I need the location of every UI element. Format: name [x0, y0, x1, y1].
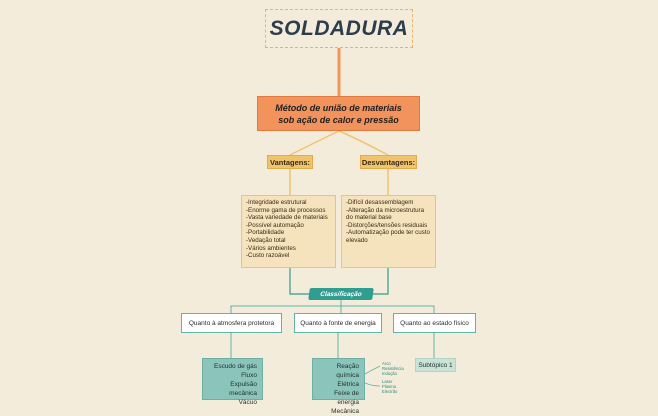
advantages-tag[interactable]: Vantagens:: [267, 155, 313, 169]
category-label: Quanto ao estado físico: [400, 319, 469, 327]
connector-method-advantages: [289, 130, 340, 156]
method-node[interactable]: Método de união de materiais sob ação de…: [257, 96, 420, 131]
physical-state-item[interactable]: Subtópico 1: [415, 358, 456, 372]
electric-sub-item: Resistência: [382, 366, 404, 371]
leaf-item: Expulsão mecânica: [229, 381, 257, 397]
beam-sub-item: Laser: [382, 379, 393, 384]
page-title: SOLDADURA: [269, 16, 409, 40]
disadvantages-list[interactable]: -Difícil desassemblagem -Alteração da mi…: [341, 195, 436, 268]
leaf-item: Mecânica: [331, 408, 359, 415]
category-energy-source[interactable]: Quanto à fonte de energia: [294, 313, 382, 333]
title-box[interactable]: SOLDADURA: [265, 9, 413, 48]
category-label: Quanto à fonte de energia: [300, 319, 376, 327]
advantages-list[interactable]: -Integridade estrutural -Enorme gama de …: [241, 195, 336, 268]
beam-sub-item: Electrão: [382, 389, 398, 394]
electric-sub-item: Indução: [382, 371, 397, 376]
advantage-item: -Enorme gama de processos: [246, 206, 326, 214]
electric-sub-item: Arco: [382, 361, 391, 366]
disadvantages-label: Desvantagens:: [361, 157, 416, 167]
advantage-item: -Portabilidade: [246, 229, 285, 237]
classification-badge[interactable]: Classificação: [308, 288, 374, 300]
connector-adv-class: [289, 268, 309, 295]
leaf-item: Vácuo: [238, 399, 257, 406]
connector-method-disadvantages: [338, 130, 389, 156]
advantages-label: Vantagens:: [269, 157, 310, 167]
disadvantage-item: -Automatização pode ter custo elevado: [346, 229, 430, 244]
category-physical-state[interactable]: Quanto ao estado físico: [393, 313, 476, 333]
disadvantages-tag[interactable]: Desvantagens:: [360, 155, 417, 169]
advantage-item: -Possível automação: [246, 221, 304, 229]
connector-beam-sub: [364, 382, 381, 387]
method-line-2: sob ação de calor e pressão: [278, 114, 399, 125]
atmosphere-items[interactable]: Escudo de gás Fluxo Expulsão mecânica Vá…: [202, 358, 263, 406]
classification-label: Classificação: [319, 290, 363, 298]
beam-sub-item: Plasma: [382, 384, 396, 389]
beam-subtopics[interactable]: Laser Plasma Electrão: [382, 379, 397, 394]
advantage-item: -Vários ambientes: [246, 244, 296, 252]
electric-subtopics[interactable]: Arco Resistência Indução: [382, 361, 404, 376]
connector-electric-sub: [364, 365, 381, 375]
leaf-item: Elétrica: [337, 381, 359, 388]
method-line-1: Método de união de materiais: [275, 102, 402, 113]
leaf-item: Fluxo: [241, 372, 257, 379]
connector-class-cat3: [341, 305, 435, 313]
category-atmosphere[interactable]: Quanto à atmosfera protetora: [181, 313, 282, 333]
advantage-item: -Vedação total: [246, 236, 286, 244]
energy-items[interactable]: Reação química Elétrica Feixe de energia…: [312, 358, 365, 415]
leaf-item: Subtópico 1: [418, 361, 453, 369]
category-label: Quanto à atmosfera protetora: [188, 319, 275, 327]
disadvantage-item: -Difícil desassemblagem: [346, 199, 414, 206]
advantage-item: -Integridade estrutural: [246, 199, 307, 206]
disadvantage-item: -Distorções/tensões residuais: [346, 221, 428, 229]
connector-dis-class: [373, 268, 389, 295]
advantage-item: -Custo razoável: [246, 252, 290, 260]
leaf-item: Reação química: [336, 363, 359, 379]
connector-class-cat1: [230, 300, 342, 313]
leaf-item: Escudo de gás: [213, 363, 257, 370]
leaf-item: Feixe de energia: [334, 390, 359, 406]
advantage-item: -Vasta variedade de materiais: [246, 214, 328, 222]
disadvantage-item: -Alteração da microestrutura do material…: [346, 206, 425, 222]
